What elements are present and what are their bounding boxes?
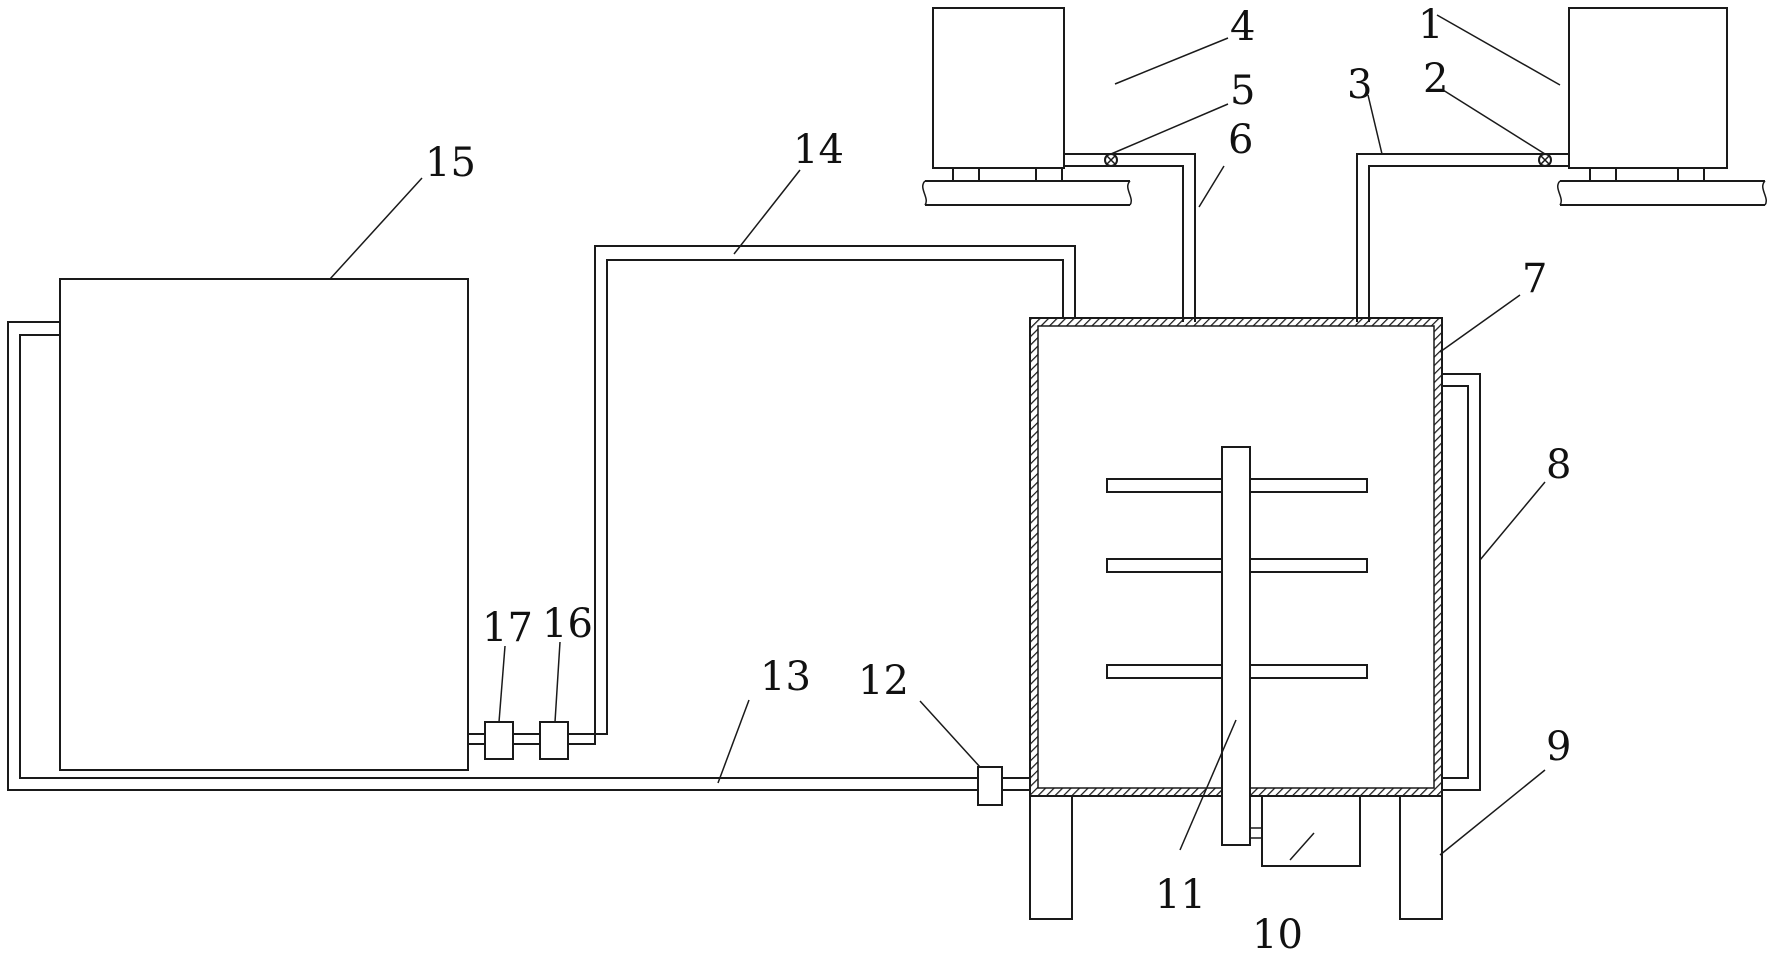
- label-1: 1: [1418, 2, 1443, 48]
- pipe-6-inner: [1064, 165, 1184, 322]
- label-6: 6: [1228, 117, 1253, 163]
- label-11: 11: [1155, 872, 1206, 918]
- leader-10: [1289, 832, 1315, 861]
- leader-7: [1439, 294, 1521, 353]
- label-2: 2: [1423, 56, 1448, 102]
- return-pipe-outer: [7, 321, 1030, 791]
- label-5: 5: [1230, 68, 1255, 114]
- leader-16: [554, 641, 561, 723]
- tank-1-foot-left: [1589, 167, 1617, 182]
- leader-17: [498, 645, 506, 723]
- label-8: 8: [1546, 442, 1571, 488]
- motor-coupling: [1250, 827, 1262, 839]
- leader-3: [1367, 94, 1383, 155]
- reactor-leg-right-9: [1399, 795, 1443, 920]
- storage-tank-15: [59, 278, 469, 771]
- reactor-leg-left-9: [1029, 795, 1073, 920]
- leader-12: [919, 700, 981, 768]
- label-10: 10: [1252, 912, 1303, 955]
- motor-10: [1261, 795, 1361, 867]
- tank-4-foot-left: [952, 167, 980, 182]
- leader-1: [1436, 14, 1561, 86]
- pipe-3-inner: [1368, 165, 1569, 322]
- platform-1-break: [1557, 180, 1767, 206]
- feed-tank-4: [932, 7, 1065, 169]
- leader-4: [1114, 37, 1229, 85]
- leader-13: [717, 699, 750, 784]
- leader-2: [1442, 89, 1546, 155]
- jacket-pipe-8-inner: [1442, 385, 1469, 779]
- platform-1: [1560, 180, 1765, 206]
- platform-4: [925, 180, 1130, 206]
- tank-4-foot-right: [1035, 167, 1063, 182]
- valve-12: [977, 766, 1003, 806]
- label-3: 3: [1347, 62, 1372, 108]
- tank-1-foot-right: [1677, 167, 1705, 182]
- jacket-pipe-8-outer: [1442, 373, 1481, 791]
- leader-6: [1198, 165, 1225, 208]
- leader-14: [733, 169, 801, 255]
- label-9: 9: [1546, 724, 1571, 770]
- valve-2-cross: [1540, 155, 1550, 165]
- label-4: 4: [1230, 4, 1255, 50]
- label-14: 14: [793, 127, 844, 173]
- label-7: 7: [1522, 256, 1547, 302]
- leader-5: [1110, 103, 1229, 155]
- valve-17: [484, 721, 514, 760]
- valve-16: [539, 721, 569, 760]
- pipe-3-outer: [1356, 153, 1569, 322]
- label-15: 15: [425, 140, 476, 186]
- label-16: 16: [542, 601, 593, 647]
- pipe-6-outer: [1064, 153, 1196, 322]
- agitator-shaft-11: [1221, 446, 1251, 846]
- leader-15: [329, 177, 423, 280]
- leader-11: [1179, 719, 1237, 851]
- valve-5-cross: [1106, 155, 1116, 165]
- label-17: 17: [482, 605, 533, 651]
- label-12: 12: [858, 658, 909, 704]
- leader-8: [1479, 481, 1546, 561]
- return-pipe-inner: [19, 334, 1030, 779]
- feed-tank-1: [1568, 7, 1728, 169]
- leader-lines: [329, 14, 1561, 861]
- leader-9: [1439, 769, 1546, 856]
- label-13: 13: [760, 654, 811, 700]
- platform-4-break: [922, 180, 1132, 206]
